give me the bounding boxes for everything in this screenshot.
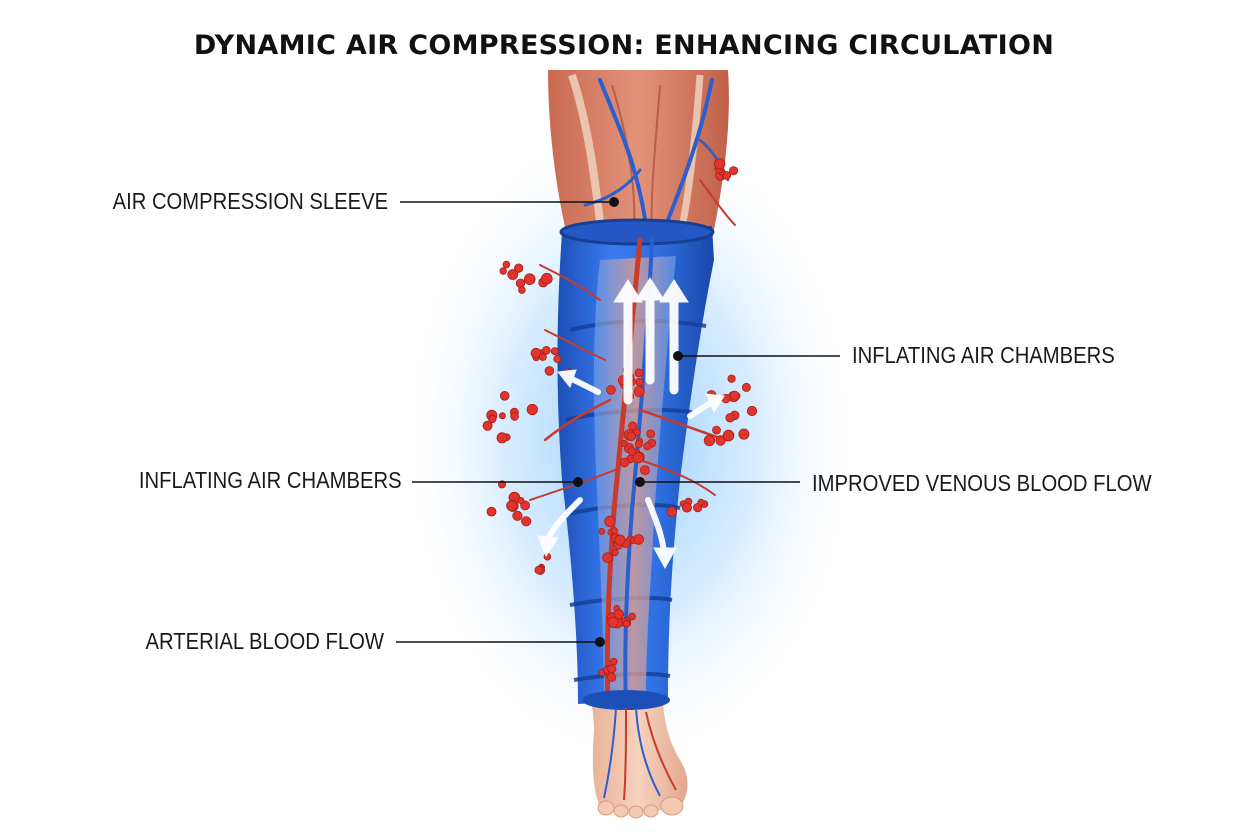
- side-arrow: [687, 393, 725, 419]
- blood-cell: [729, 166, 739, 176]
- label-air-compression-sleeve: AIR COMPRESSION SLEEVE: [112, 188, 388, 214]
- blood-cell: [544, 366, 555, 376]
- up-arrow: [635, 277, 665, 385]
- up-arrow: [613, 279, 643, 405]
- foot: [582, 690, 688, 819]
- blood-cell: [530, 347, 542, 359]
- blood-cell: [602, 552, 614, 563]
- label-inflating-air-chambers-left: INFLATING AIR CHAMBERS: [139, 467, 402, 493]
- blood-cell: [628, 421, 638, 431]
- blood-cell: [697, 498, 705, 506]
- blood-cell: [633, 534, 644, 545]
- blood-cell: [712, 425, 721, 435]
- blood-cell: [681, 502, 692, 513]
- blood-cell: [553, 354, 562, 363]
- blood-cell: [607, 664, 617, 674]
- blood-cell: [540, 272, 553, 285]
- blood-cell: [521, 516, 532, 527]
- blood-cell: [646, 429, 656, 439]
- blood-cell: [502, 260, 511, 269]
- down-arrow: [645, 497, 677, 570]
- blood-cell: [482, 420, 493, 431]
- blood-cell: [550, 347, 559, 356]
- blood-cell: [693, 502, 703, 513]
- blood-cell: [607, 616, 619, 628]
- leader-dot-chambers-left: [573, 477, 583, 487]
- blood-cell: [703, 434, 716, 447]
- blood-cell: [634, 440, 643, 449]
- blood-cell: [610, 527, 618, 535]
- leader-dots: [573, 197, 683, 647]
- blood-cell: [526, 403, 538, 416]
- blood-cell: [542, 345, 551, 355]
- blood-cell: [609, 657, 618, 666]
- blood-cell: [627, 446, 637, 456]
- leader-dot-arterial: [595, 637, 605, 647]
- blood-cell: [619, 457, 630, 468]
- blood-cell: [666, 506, 678, 517]
- diagram-title: DYNAMIC AIR COMPRESSION: ENHANCING CIRCU…: [193, 30, 1055, 61]
- blood-cell: [722, 170, 732, 180]
- blood-cell: [517, 496, 525, 504]
- blood-cell: [515, 278, 526, 289]
- blood-cell: [614, 534, 626, 546]
- blood-cell: [746, 405, 758, 417]
- blood-cell: [713, 158, 726, 170]
- blood-cell: [632, 451, 644, 464]
- leader-dot-venous: [635, 477, 645, 487]
- leader-dot-chambers-right: [673, 351, 683, 361]
- blood-cell: [611, 548, 619, 557]
- blood-cell: [499, 390, 510, 401]
- blood-cell: [738, 428, 750, 440]
- blood-cell: [741, 382, 751, 392]
- blood-cell: [628, 612, 636, 621]
- blood-cell: [507, 269, 519, 280]
- blood-cell: [598, 528, 606, 535]
- blood-cell: [626, 431, 637, 442]
- blood-cell: [722, 429, 735, 442]
- blood-cell: [518, 286, 526, 294]
- blood-cell: [640, 465, 650, 476]
- blood-cell: [620, 439, 628, 448]
- blood-cell: [514, 263, 524, 273]
- blood-cell: [496, 432, 508, 444]
- leader-dot-sleeve: [609, 197, 619, 207]
- blood-cell: [634, 368, 644, 378]
- blood-cell: [635, 377, 644, 387]
- blood-cell: [613, 609, 625, 620]
- blood-cell: [725, 413, 735, 423]
- blood-cell: [512, 510, 523, 521]
- blood-cell: [643, 442, 652, 451]
- blood-cell: [499, 267, 507, 275]
- leader-lines: [396, 201, 840, 643]
- blood-cell: [523, 273, 536, 286]
- blood-cell: [506, 500, 518, 512]
- blood-cell: [538, 352, 547, 361]
- side-arrow: [557, 369, 601, 395]
- down-arrow: [537, 497, 583, 558]
- blood-cell: [607, 672, 617, 682]
- blood-cell: [488, 414, 497, 424]
- label-arterial-blood-flow: ARTERIAL BLOOD FLOW: [145, 628, 384, 654]
- up-arrow: [659, 279, 689, 395]
- flow-arrows: [537, 277, 725, 570]
- blood-cell: [604, 515, 616, 528]
- blood-cell: [498, 412, 506, 420]
- blood-cell: [606, 384, 616, 395]
- blood-cell: [727, 374, 736, 383]
- blood-cell: [486, 506, 497, 517]
- blood-cell: [729, 390, 740, 401]
- blood-cell: [510, 412, 519, 421]
- blood-cell: [622, 620, 631, 628]
- label-inflating-air-chambers-right: INFLATING AIR CHAMBERS: [852, 342, 1115, 368]
- blood-cell: [534, 565, 544, 575]
- label-improved-venous-blood-flow: IMPROVED VENOUS BLOOD FLOW: [812, 470, 1152, 496]
- thigh-muscles: [548, 70, 729, 240]
- blood-cell: [633, 385, 645, 397]
